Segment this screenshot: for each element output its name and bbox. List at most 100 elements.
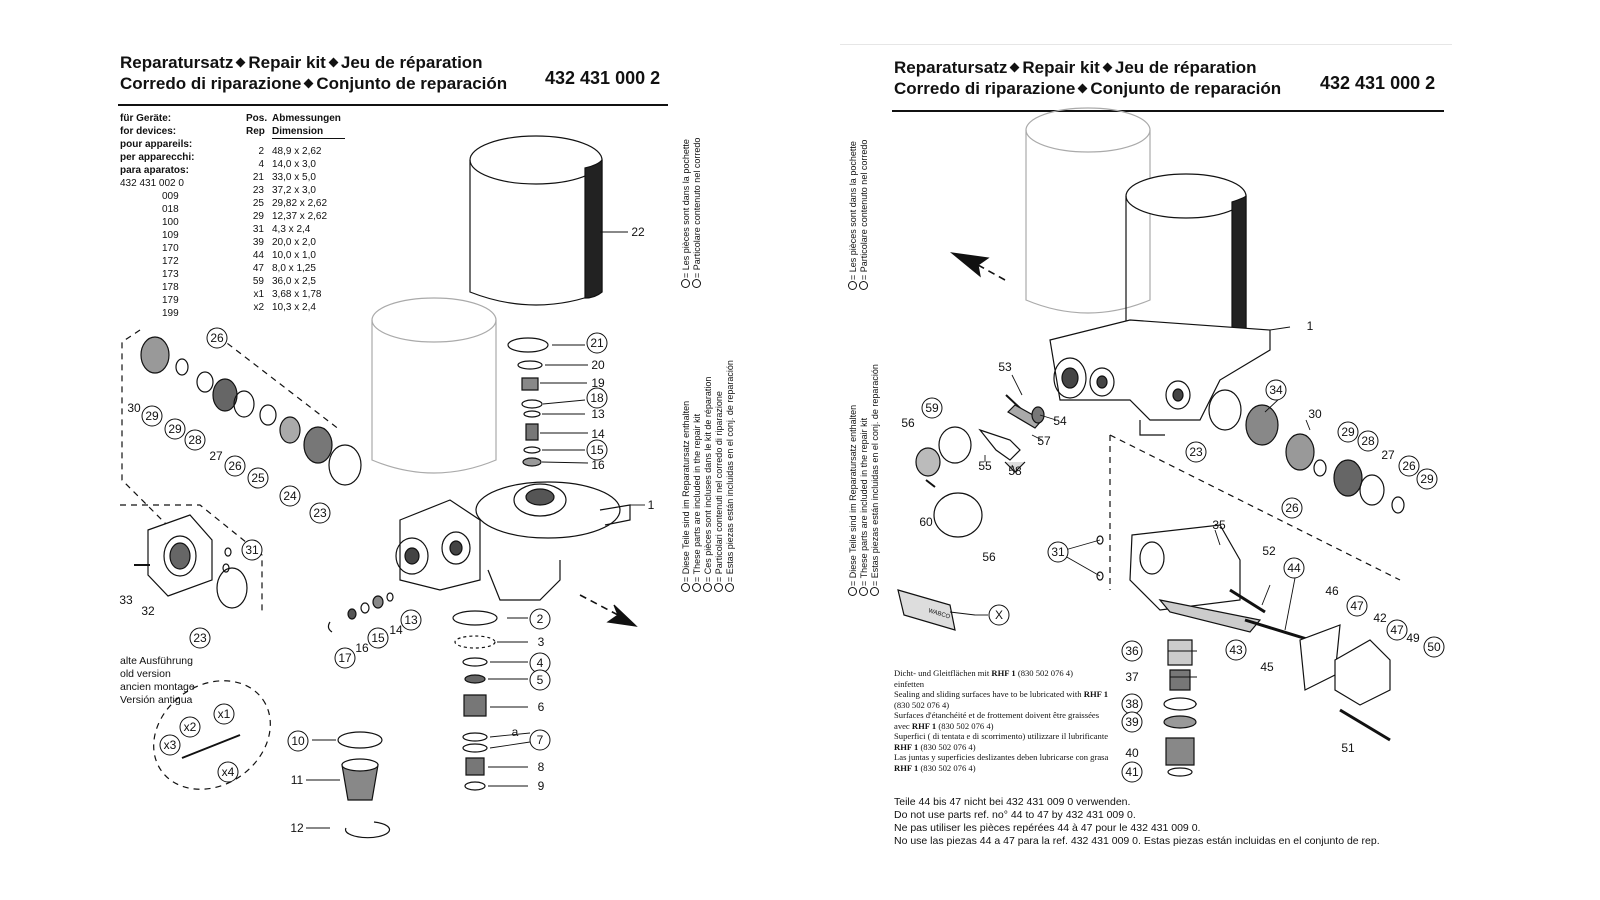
- callout-43: 43: [1229, 643, 1243, 657]
- upper-parts-stack: [507, 337, 549, 467]
- callout-45: 45: [1260, 660, 1274, 674]
- callout-2: 2: [537, 612, 544, 626]
- device-number: 432 431 002 0: [120, 178, 184, 189]
- callout-labels: 22 21 20 19 18 13 14 15 16 1 26 30 29 29…: [119, 225, 654, 835]
- dryer-cartridge-drawing: [371, 297, 497, 474]
- callout-18: 18: [590, 391, 604, 405]
- right-seal-stack: [1109, 389, 1405, 590]
- device-suffix: 179: [162, 295, 179, 306]
- title-it: Corredo di riparazione: [120, 74, 302, 93]
- leader-lines: [306, 231, 645, 829]
- callout-8: 8: [538, 760, 545, 774]
- callout-26: 26: [210, 331, 224, 345]
- callout-52: 52: [1262, 544, 1276, 558]
- callout-23: 23: [193, 631, 207, 645]
- callout-29: 29: [1420, 472, 1434, 486]
- callout-22: 22: [631, 225, 645, 239]
- callout-31: 31: [1051, 545, 1065, 559]
- callout-29: 29: [168, 422, 182, 436]
- callout-9: 9: [538, 779, 545, 793]
- main-cartridge-drawing: [1125, 173, 1247, 344]
- for-devices-en: for devices:: [120, 126, 177, 137]
- callout-x3: x3: [164, 738, 177, 752]
- valve-housing-drawing: [1049, 319, 1271, 436]
- disc-56: [933, 492, 983, 538]
- dimension-header: Dimension: [272, 125, 345, 139]
- callout-44: 44: [1287, 561, 1301, 575]
- callout-34: 34: [1269, 383, 1283, 397]
- lower-parts-stack: [452, 610, 498, 791]
- callout-26: 26: [1285, 501, 1299, 515]
- callout-59: 59: [925, 401, 939, 415]
- callout-47: 47: [1350, 599, 1364, 613]
- callout-56: 56: [982, 550, 996, 564]
- callout-27: 27: [209, 449, 223, 463]
- callout-23: 23: [1189, 445, 1203, 459]
- valve-body-drawing: [395, 481, 631, 601]
- pos-header: Pos.: [246, 113, 268, 124]
- callout-28: 28: [1361, 434, 1375, 448]
- callout-27: 27: [1381, 448, 1395, 462]
- callout-21: 21: [590, 336, 604, 350]
- for-devices-block: für Geräte: for devices: pour appareils:…: [120, 112, 194, 320]
- title-es: Conjunto de reparación: [316, 74, 508, 93]
- callout-16: 16: [591, 458, 605, 472]
- for-devices-it: per apparecchi:: [120, 152, 195, 163]
- callout-41: 41: [1125, 765, 1139, 779]
- callout-x4: x4: [222, 765, 235, 779]
- title-es: Conjunto de reparación: [1090, 79, 1282, 98]
- callout-30: 30: [127, 401, 141, 415]
- title-fr: Jeu de réparation: [340, 53, 483, 72]
- callout-7: 7: [537, 733, 544, 747]
- callout-40: 40: [1125, 746, 1139, 760]
- callout-35: 35: [1212, 518, 1226, 532]
- header-rule: [892, 110, 1444, 112]
- callout-38: 38: [1125, 697, 1139, 711]
- callout-23: 23: [313, 506, 327, 520]
- title-de: Reparatursatz: [120, 53, 234, 72]
- lubrication-note: Dicht- und Gleitflächen mit RHF 1 (830 5…: [894, 668, 1109, 773]
- callout-3: 3: [538, 635, 545, 649]
- part-number: 432 431 000 2: [545, 68, 661, 88]
- for-devices-de: für Geräte:: [120, 113, 172, 124]
- title-en: Repair kit: [248, 53, 326, 72]
- part-number: 432 431 000 2: [1320, 73, 1436, 93]
- title-fr: Jeu de réparation: [1114, 58, 1257, 77]
- callout-29: 29: [1341, 425, 1355, 439]
- device-suffix: 173: [162, 269, 179, 280]
- callout-19: 19: [591, 376, 605, 390]
- lower-left-stack: [1163, 639, 1197, 777]
- device-suffix: 170: [162, 243, 179, 254]
- callout-53: 53: [998, 360, 1012, 374]
- page-edge: [840, 44, 1452, 45]
- device-suffix: 100: [162, 217, 179, 228]
- callout-25: 25: [251, 471, 265, 485]
- callout-31: 31: [245, 543, 259, 557]
- callout-x: X: [995, 608, 1003, 622]
- callout-x1: x1: [218, 707, 231, 721]
- callout-12: 12: [290, 821, 304, 835]
- dim-header: Abmessungen: [272, 113, 341, 124]
- header-line-1: Reparatursatz Repair kit Jeu de réparation: [120, 52, 483, 73]
- callout-33: 33: [119, 593, 133, 607]
- callout-x2: x2: [184, 720, 197, 734]
- left-upper-assembly: [121, 329, 362, 541]
- callout-57: 57: [1037, 434, 1051, 448]
- callout-49: 49: [1406, 631, 1420, 645]
- callout-13: 13: [404, 613, 418, 627]
- header-rule: [118, 104, 668, 106]
- callout-13: 13: [591, 407, 605, 421]
- callout-6: 6: [538, 700, 545, 714]
